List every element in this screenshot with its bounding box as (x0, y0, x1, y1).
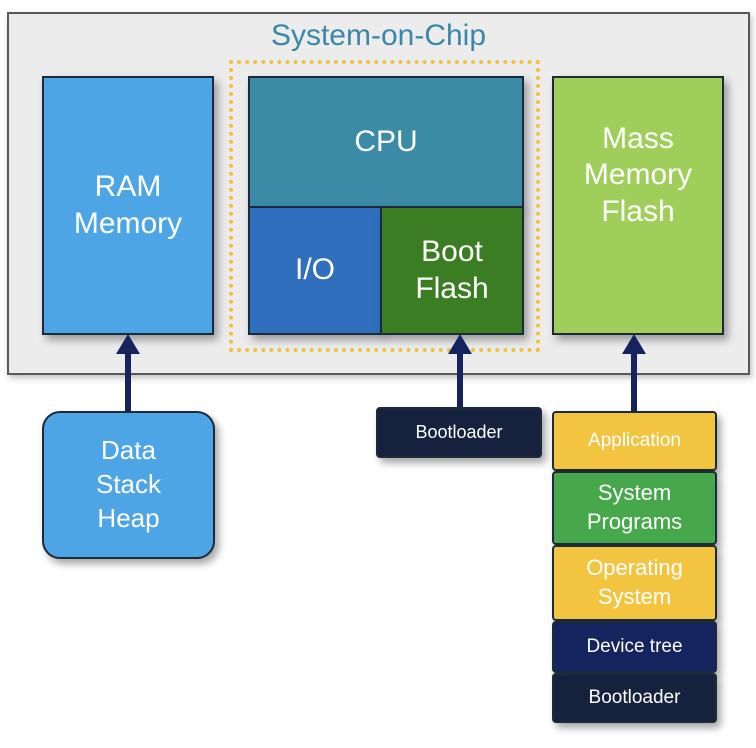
boot-flash-arrow (448, 334, 472, 409)
boot-flash-bootloader-box: Bootloader (376, 407, 542, 458)
ram-memory-block: RAM Memory (42, 76, 214, 335)
ram-arrow-head (116, 334, 140, 354)
stack-operating-system: Operating System (552, 545, 717, 621)
stack-bootloader: Bootloader (552, 673, 717, 723)
cpu-block: CPU (248, 76, 524, 208)
system-on-chip-title: System-on-Chip (270, 19, 487, 52)
stack-system-programs: System Programs (552, 471, 717, 545)
stack-device-tree: Device tree (552, 621, 717, 673)
stack-application: Application (552, 411, 717, 471)
cpu-boundary-dotted (229, 60, 540, 352)
ram-contents-box: Data Stack Heap (42, 411, 215, 559)
io-block: I/O (248, 206, 382, 335)
mass-memory-arrow (622, 334, 646, 413)
ram-arrow (116, 334, 140, 414)
boot-flash-block: Boot Flash (380, 206, 524, 335)
boot-flash-arrow-head (448, 334, 472, 354)
mass-memory-flash-block: Mass Memory Flash (552, 76, 724, 335)
mass-memory-arrow-head (622, 334, 646, 354)
